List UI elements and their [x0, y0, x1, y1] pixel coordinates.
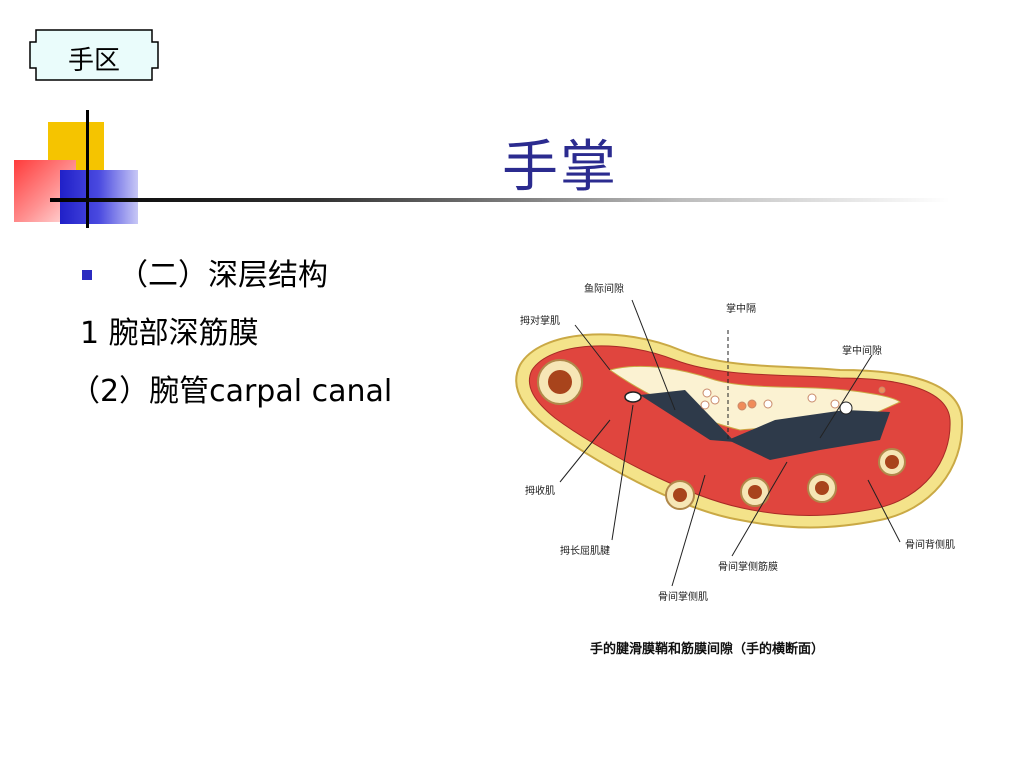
- label-midpalmar-space: 掌中间隙: [842, 346, 882, 357]
- label-palmar-interossei: 骨间掌侧肌: [658, 592, 708, 603]
- leader-lines: [559, 299, 901, 587]
- label-dorsal-interossei: 骨间背侧肌: [905, 540, 955, 551]
- section-tag: 手区: [26, 26, 162, 84]
- thenar-space: [640, 390, 735, 442]
- tag-label: 手区: [67, 46, 120, 76]
- line-carpal-canal: （2）腕管carpal canal: [70, 374, 393, 409]
- tag-frame: [29, 29, 159, 81]
- label-flexor-pollicis-longus-tendon: 拇长屈肌腱: [560, 546, 610, 557]
- bullet-text: （二）深层结构: [118, 258, 328, 293]
- title-underline: [50, 198, 950, 202]
- bullet-line: （二）深层结构: [80, 250, 328, 294]
- label-adductor-pollicis: 拇收肌: [525, 486, 555, 497]
- label-palmar-interosseous-fascia: 骨间掌侧筋膜: [718, 562, 778, 573]
- blue-square: [60, 170, 138, 224]
- label-opponens-pollicis: 拇对掌肌: [520, 316, 560, 327]
- square-bullet-icon: [82, 270, 92, 280]
- label-palmar-septum: 掌中隔: [726, 304, 756, 315]
- vertical-rule: [86, 110, 89, 228]
- tendons: [624, 386, 886, 415]
- hand-cross-section-figure: 鱼际间隙 拇对掌肌 掌中隔 掌中间隙 拇收肌 拇长屈肌腱 骨间掌侧筋膜 骨间背侧…: [500, 270, 980, 670]
- metacarpal-bones: [665, 448, 906, 510]
- slide-title: 手掌: [502, 135, 618, 200]
- cross-section-illustration: [515, 299, 964, 587]
- muscle-mass: [528, 345, 951, 516]
- line-deep-fascia: 1 腕部深筋膜: [80, 316, 259, 351]
- decorative-squares: [0, 110, 950, 230]
- figure-caption: 手的腱滑膜鞘和筋膜间隙（手的横断面）: [590, 642, 825, 657]
- label-thenar-space: 鱼际间隙: [584, 284, 624, 295]
- midpalmar-space: [728, 410, 890, 460]
